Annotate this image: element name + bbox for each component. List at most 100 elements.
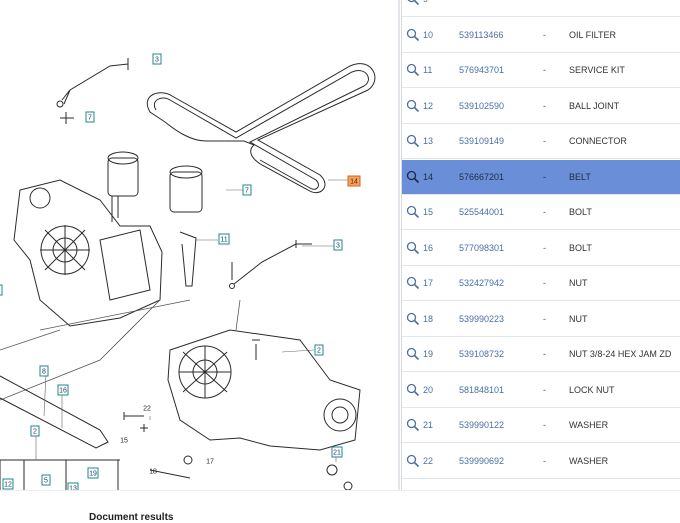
callout[interactable]: 7 <box>85 111 95 123</box>
svg-text:5: 5 <box>44 478 48 485</box>
callout-edge[interactable] <box>0 284 3 296</box>
separator-dash: - <box>543 136 546 146</box>
magnifier-icon[interactable] <box>406 170 420 184</box>
transaxle-upper <box>13 179 163 327</box>
callout-plain[interactable]: 15 <box>120 438 128 445</box>
position-number: 15 <box>423 207 434 217</box>
belt-drawing <box>147 63 376 194</box>
position-number: 22 <box>423 455 434 466</box>
magnifier-icon[interactable] <box>406 312 420 326</box>
part-number-link[interactable]: 577098301 <box>459 242 505 253</box>
svg-text:14: 14 <box>350 179 358 186</box>
callout[interactable]: 8 <box>39 365 49 377</box>
part-description: LOCK NUT <box>569 384 615 395</box>
svg-text:16: 16 <box>59 388 67 395</box>
part-number-link[interactable]: 576943701 <box>459 65 505 75</box>
position-number: 10 <box>423 29 434 40</box>
svg-text:15: 15 <box>120 438 128 445</box>
magnifier-icon[interactable] <box>406 347 420 361</box>
magnifier-icon[interactable] <box>406 63 420 77</box>
callout-plain[interactable]: 18 <box>149 469 157 476</box>
magnifier-icon[interactable] <box>406 418 420 432</box>
position-number: 18 <box>423 313 434 324</box>
callout[interactable]: 3 <box>152 53 162 65</box>
callout[interactable]: 2 <box>314 344 324 356</box>
part-number-link[interactable]: 532427942 <box>459 278 505 288</box>
separator-dash: - <box>543 65 546 75</box>
part-number-link[interactable]: 581848101 <box>459 384 505 395</box>
part-description: SERVICE KIT <box>569 65 625 75</box>
separator-dash: - <box>543 242 546 253</box>
callout[interactable]: 3 <box>333 239 343 251</box>
magnifier-icon[interactable] <box>406 241 420 255</box>
part-row[interactable]: 15 525544001 - BOLT <box>402 195 680 230</box>
callout[interactable]: 13 <box>67 482 79 491</box>
part-description: BALL JOINT <box>569 100 620 111</box>
magnifier-icon[interactable] <box>406 276 420 290</box>
reservoir-right <box>169 171 203 213</box>
position-number: 12 <box>423 100 434 111</box>
magnifier-icon[interactable] <box>406 28 420 42</box>
part-number-link[interactable]: 576667201 <box>459 171 505 182</box>
part-description: BOLT <box>569 207 592 217</box>
magnifier-icon[interactable] <box>406 383 420 397</box>
magnifier-icon[interactable] <box>406 134 420 148</box>
svg-text:3: 3 <box>336 243 340 250</box>
magnifier-icon[interactable] <box>406 99 420 113</box>
part-number-link[interactable]: 539990692 <box>459 455 505 466</box>
separator-dash: - <box>543 420 546 430</box>
callout[interactable]: 2 <box>30 425 40 437</box>
part-description: NUT <box>569 313 588 324</box>
callout[interactable]: 5 <box>41 474 51 486</box>
linkage-rod-upper <box>61 58 129 105</box>
separator-dash: - <box>543 0 546 4</box>
position-number: 11 <box>423 65 433 75</box>
reservoir-left <box>107 157 139 197</box>
part-number-link[interactable]: 539990122 <box>459 420 505 430</box>
part-description: WASHER <box>569 455 609 466</box>
svg-text:2: 2 <box>33 429 37 436</box>
magnifier-icon[interactable] <box>406 0 420 6</box>
callout[interactable]: 7 <box>242 184 252 196</box>
callout[interactable]: 21 <box>331 446 343 458</box>
transaxle-lower <box>167 329 361 451</box>
svg-text:22: 22 <box>143 406 151 413</box>
part-number-link[interactable]: 539108732 <box>459 349 505 359</box>
callout[interactable]: 12 <box>2 478 14 490</box>
callout[interactable]: 19 <box>87 467 99 479</box>
position-number: 13 <box>423 136 434 146</box>
svg-text:13: 13 <box>69 486 77 491</box>
separator-dash: - <box>543 207 546 217</box>
part-number-link[interactable]: 525544001 <box>459 207 505 217</box>
callout[interactable]: 16 <box>57 384 69 396</box>
svg-text:11: 11 <box>220 237 227 244</box>
part-row[interactable]: 11 576943701 - SERVICE KIT <box>402 53 680 88</box>
part-row[interactable]: 9- <box>402 0 680 17</box>
part-number-link[interactable]: 539102590 <box>459 100 505 111</box>
callout-plain[interactable]: 17 <box>206 459 214 466</box>
part-number-link[interactable]: 539990223 <box>459 313 505 324</box>
part-number-link[interactable]: 539113466 <box>459 29 504 40</box>
callout-plain[interactable]: 22 <box>143 406 151 413</box>
magnifier-icon[interactable] <box>406 454 420 468</box>
callout[interactable]: 11 <box>218 233 230 245</box>
position-number: 19 <box>423 349 434 359</box>
linkage-rod-right <box>233 240 312 285</box>
callout-selected[interactable]: 14 <box>347 175 361 187</box>
part-description: NUT 3/8-24 HEX JAM ZD <box>569 349 672 359</box>
magnifier-icon[interactable] <box>406 205 420 219</box>
part-number-link[interactable]: 539109149 <box>459 136 505 146</box>
svg-text:21: 21 <box>333 450 341 457</box>
